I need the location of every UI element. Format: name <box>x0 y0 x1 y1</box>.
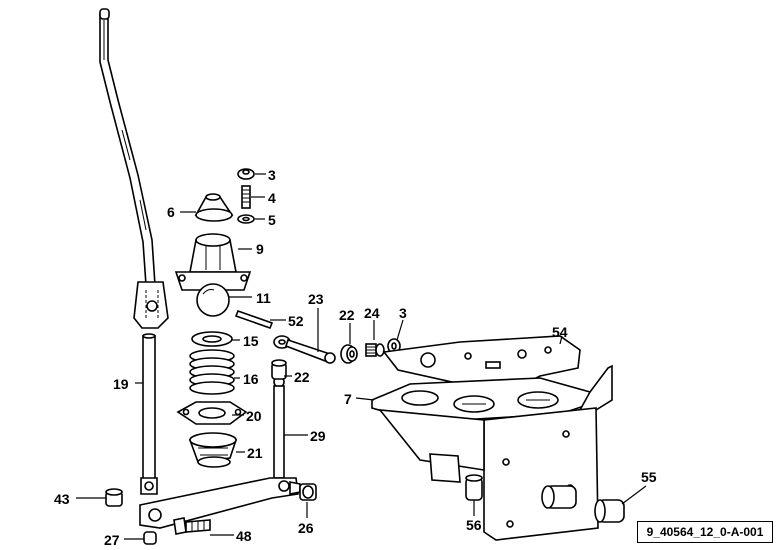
label-part-3-right: 3 <box>399 305 407 321</box>
part-29-rod <box>273 376 285 479</box>
label-part-16: 16 <box>243 371 259 387</box>
label-part-26: 26 <box>298 520 314 536</box>
part-21-boot <box>188 432 238 468</box>
part-55-bushing <box>594 499 625 523</box>
label-part-6: 6 <box>167 204 175 220</box>
label-part-48: 48 <box>236 528 252 544</box>
label-part-23: 23 <box>308 291 324 307</box>
label-part-15: 15 <box>243 333 259 349</box>
label-part-54: 54 <box>552 324 568 340</box>
label-part-43: 43 <box>54 491 70 507</box>
label-part-19: 19 <box>113 376 129 392</box>
part-56-bushing <box>465 474 483 501</box>
part-54-gasket <box>382 335 581 387</box>
label-part-7: 7 <box>344 391 352 407</box>
part-27-pin <box>143 531 157 545</box>
label-part-4: 4 <box>268 190 276 206</box>
reference-code-box: 9_40564_12_0-A-001 <box>637 521 773 543</box>
part-43-bushing <box>105 488 123 507</box>
label-part-55: 55 <box>641 469 657 485</box>
part-23-link <box>273 335 336 364</box>
part-9-housing <box>174 233 252 291</box>
part-6-cap <box>194 193 234 222</box>
part-4-stud <box>241 185 251 209</box>
lower-linkage-arm <box>139 477 301 529</box>
part-48-bolt <box>173 517 211 535</box>
part-19-rod <box>140 333 158 495</box>
part-22-bush-upper <box>340 344 358 364</box>
part-11-ball <box>196 283 230 317</box>
part-labels: 3 4 5 6 9 11 52 23 22 24 3 54 15 16 20 2… <box>54 167 657 548</box>
label-part-22-top: 22 <box>339 307 355 323</box>
label-part-5: 5 <box>268 212 276 228</box>
label-part-22-lower: 22 <box>294 369 310 385</box>
label-part-24: 24 <box>364 305 380 321</box>
label-part-20: 20 <box>246 408 262 424</box>
label-part-52: 52 <box>288 313 304 329</box>
label-part-11: 11 <box>256 290 271 306</box>
part-20-plate <box>176 401 248 425</box>
part-3-nut <box>237 168 255 180</box>
label-part-3-top: 3 <box>268 167 276 183</box>
part-7-bracket <box>371 364 613 541</box>
part-52-pin <box>234 309 274 330</box>
label-part-9: 9 <box>256 241 264 257</box>
leader-lines <box>76 173 647 540</box>
label-part-21: 21 <box>247 445 263 461</box>
label-part-27: 27 <box>104 532 120 548</box>
part-15-washer <box>191 331 233 347</box>
part-22-bush-lower <box>271 359 287 380</box>
label-part-29: 29 <box>310 428 326 444</box>
part-26-bushing <box>299 483 317 501</box>
part-5-washer <box>237 214 255 224</box>
gear-lever <box>99 8 169 329</box>
part-24-screw <box>365 343 385 357</box>
part-16-spring <box>189 349 235 395</box>
label-part-56: 56 <box>466 517 482 533</box>
